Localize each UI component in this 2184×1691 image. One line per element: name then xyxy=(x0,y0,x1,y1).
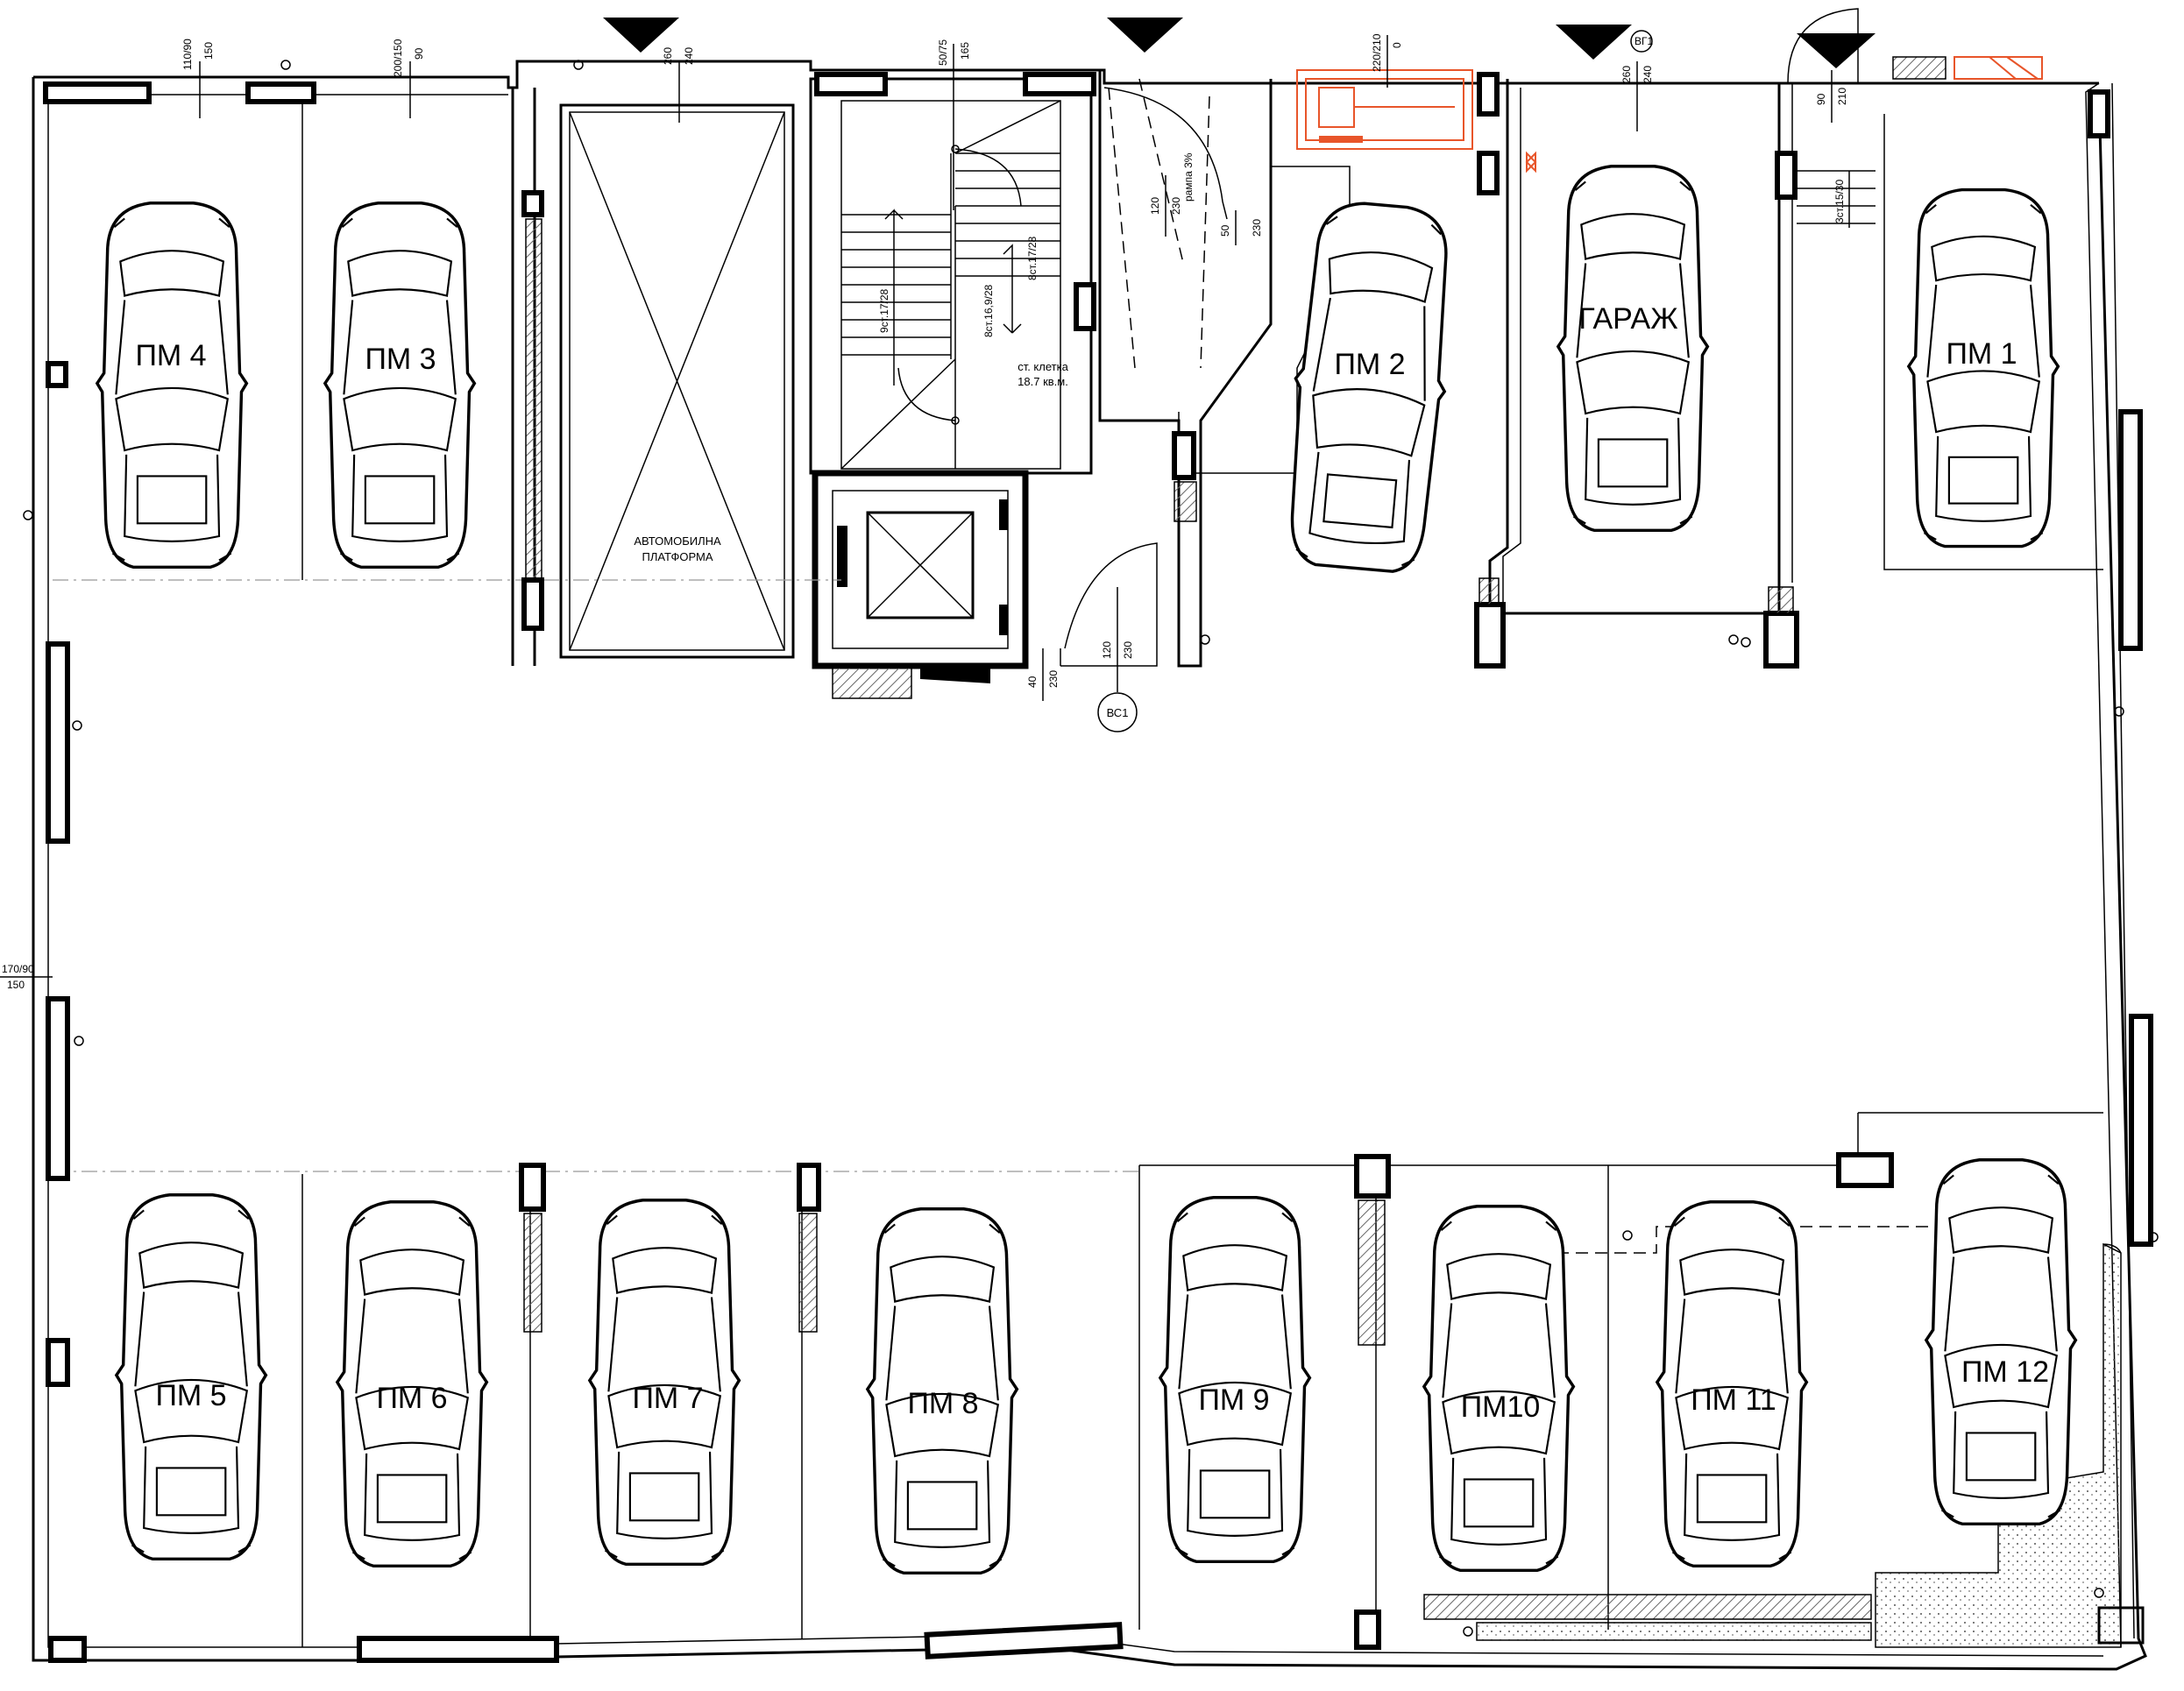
car-pm4 xyxy=(96,202,249,569)
dim-11b: 230 xyxy=(1047,670,1060,688)
dim-12b: 150 xyxy=(7,979,25,991)
parking-label-pm7: ПМ 7 xyxy=(632,1382,703,1415)
stair-room-label: ст. клетка xyxy=(1018,360,1068,373)
parking-label-pm11: ПМ 11 xyxy=(1691,1383,1776,1417)
mechanical-equipment xyxy=(1296,56,2043,173)
parking-label-pm10: ПМ10 xyxy=(1461,1390,1541,1424)
door-tag-bg1-text: ВГ1 xyxy=(1634,35,1654,47)
ramp-label: рампа 3% xyxy=(1182,152,1195,202)
car-pm10 xyxy=(1422,1205,1576,1572)
dim-6a: 260 xyxy=(1620,66,1633,83)
parking-zone-lines xyxy=(53,96,2145,1648)
car-platform xyxy=(559,103,795,659)
dim-10a: 120 xyxy=(1101,641,1113,659)
stair-steps-label-1: 9ст.17/28 xyxy=(878,288,890,333)
platform-label-line2: ПЛАТФОРМА xyxy=(642,550,713,563)
car-pm2 xyxy=(1278,197,1462,577)
dim-8b: 230 xyxy=(1170,197,1182,215)
dim-4b: 165 xyxy=(959,42,971,60)
door-tag-bg1 xyxy=(1630,30,1653,53)
parking-label-pm2: ПМ 2 xyxy=(1334,348,1405,381)
parking-label-pm4: ПМ 4 xyxy=(135,339,206,372)
dim-7b: 210 xyxy=(1836,88,1848,105)
dim-2b: 90 xyxy=(413,47,425,60)
dim-3b: 240 xyxy=(683,47,695,65)
stair-room-area: 18.7 кв.м. xyxy=(1018,375,1068,388)
stair-steps-label-4: 3ст.15/30 xyxy=(1833,179,1846,223)
parking-label-pm8: ПМ 8 xyxy=(907,1387,978,1420)
car-pm3 xyxy=(323,202,477,569)
stair-steps-label-3: 8ст.17/28 xyxy=(1026,236,1039,280)
parking-label-pm6: ПМ 6 xyxy=(376,1382,447,1415)
dim-11a: 40 xyxy=(1026,676,1039,688)
parking-label-garage: ГАРАЖ xyxy=(1578,302,1677,336)
dim-9b: 230 xyxy=(1251,219,1263,237)
dim-1a: 110/90 xyxy=(181,39,194,70)
car-pm5 xyxy=(115,1193,268,1560)
dim-9a: 50 xyxy=(1219,224,1231,237)
door-tag-bc1-text: ВС1 xyxy=(1107,706,1129,719)
dim-10b: 230 xyxy=(1122,641,1134,659)
car-garage xyxy=(1556,165,1710,532)
stair-steps-label-2: 8ст.16,9/28 xyxy=(982,284,995,337)
car-pm12 xyxy=(1925,1158,2078,1525)
dim-1b: 150 xyxy=(202,42,215,60)
central-core: 9ст.17/28 8ст.16,9/28 8ст.17/28 ст. клет… xyxy=(511,70,1351,732)
parking-label-pm1: ПМ 1 xyxy=(1946,337,2017,371)
door-tag-bc1 xyxy=(1097,692,1138,732)
parking-label-pm3: ПМ 3 xyxy=(365,343,436,376)
car-pm9 xyxy=(1159,1196,1312,1563)
dim-5b: 0 xyxy=(1391,42,1403,48)
dim-6b: 240 xyxy=(1642,66,1654,83)
dim-7a: 90 xyxy=(1815,93,1827,105)
elevator-shaft xyxy=(812,470,1029,669)
parking-label-pm12: ПМ 12 xyxy=(1961,1355,2049,1389)
dim-3a: 260 xyxy=(662,47,674,65)
dimension-labels: 110/90 150 200/150 90 260 240 50/75 165 … xyxy=(0,33,1848,991)
platform-label-line1: АВТОМОБИЛНА xyxy=(634,534,721,548)
dim-2a: 200/150 xyxy=(392,39,404,77)
dim-12a: 170/90 xyxy=(2,963,34,975)
parking-label-pm9: ПМ 9 xyxy=(1198,1383,1269,1417)
structural-columns xyxy=(43,72,2153,1663)
parking-labels: ПМ 4 ПМ 3 ПМ 2 ГАРАЖ ПМ 1 ПМ 5 ПМ 6 ПМ 7… xyxy=(135,302,2049,1424)
dim-5a: 220/210 xyxy=(1371,33,1383,72)
parking-label-pm5: ПМ 5 xyxy=(155,1379,226,1412)
dim-8a: 120 xyxy=(1149,197,1161,215)
dim-4a: 50/75 xyxy=(937,39,949,66)
sensor-marks xyxy=(23,60,2159,1637)
entry-markers xyxy=(603,18,1876,68)
